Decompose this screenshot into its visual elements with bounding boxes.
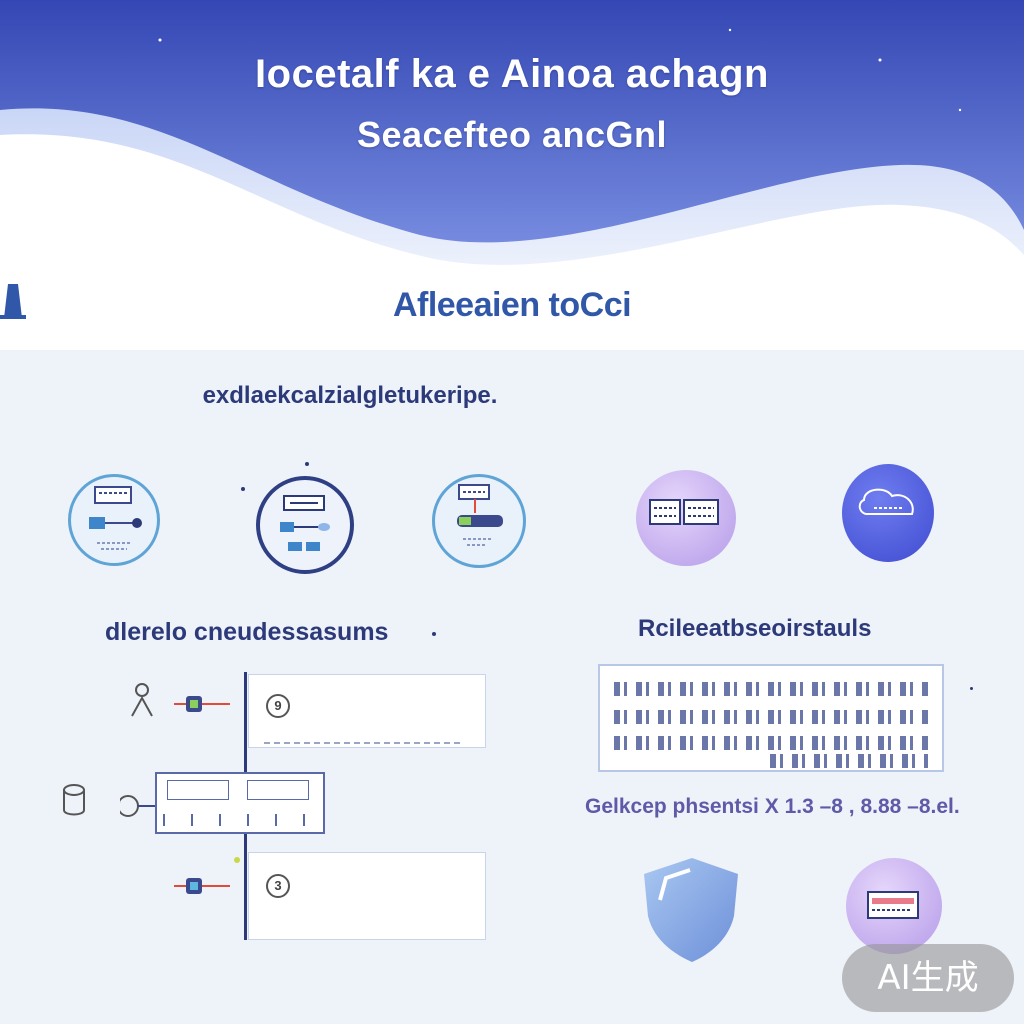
hero-wave-background xyxy=(0,0,1024,350)
flow-connectors xyxy=(120,683,240,894)
database-icon xyxy=(63,784,85,816)
right-heading: Rcileeatbseoirstauls xyxy=(638,615,872,642)
server-rack[interactable] xyxy=(155,772,325,834)
ai-generated-watermark: AI生成 xyxy=(842,944,1014,1012)
step-badge: 3 xyxy=(266,874,290,898)
table-row xyxy=(614,682,928,696)
card-icon[interactable] xyxy=(846,858,942,954)
brand-lockup: Afleeaien toCci xyxy=(0,282,1024,328)
hero-title: Iocetalf ka e Ainoa achagn xyxy=(255,52,769,96)
table-row xyxy=(614,710,928,724)
results-table[interactable] xyxy=(598,664,944,772)
connector-icon[interactable] xyxy=(432,474,526,568)
hero-subtitle: Seacefteo ancGnl xyxy=(356,114,668,155)
brand-text: Afleeaien toCci xyxy=(392,285,632,324)
decor-dot xyxy=(241,487,245,491)
flow-diagram: 9 3 xyxy=(244,672,486,940)
intro-heading: exdlaekcalzialgletukeripe. xyxy=(202,382,498,409)
decor-dot xyxy=(305,462,309,466)
table-row xyxy=(614,736,928,750)
router-icon[interactable] xyxy=(68,474,160,566)
user-icon xyxy=(131,683,153,717)
results-caption: Gelkcep phsentsi X 1.3 –8 , 8.88 –8.el. xyxy=(585,795,960,818)
cloud-icon[interactable] xyxy=(842,464,934,562)
tower-icon xyxy=(0,284,26,319)
shield-icon[interactable] xyxy=(640,854,744,964)
left-heading: dlerelo cneudessasums xyxy=(105,618,389,646)
diagram-slot-bottom[interactable] xyxy=(248,852,486,940)
decor-dot xyxy=(432,632,436,636)
server-icon[interactable] xyxy=(256,476,354,574)
table-row xyxy=(770,754,928,768)
document-icon[interactable] xyxy=(636,470,736,566)
hero-banner: Iocetalf ka e Ainoa achagn Seacefteo anc… xyxy=(0,0,1024,350)
decor-dot xyxy=(970,687,973,690)
step-badge: 9 xyxy=(266,694,290,718)
